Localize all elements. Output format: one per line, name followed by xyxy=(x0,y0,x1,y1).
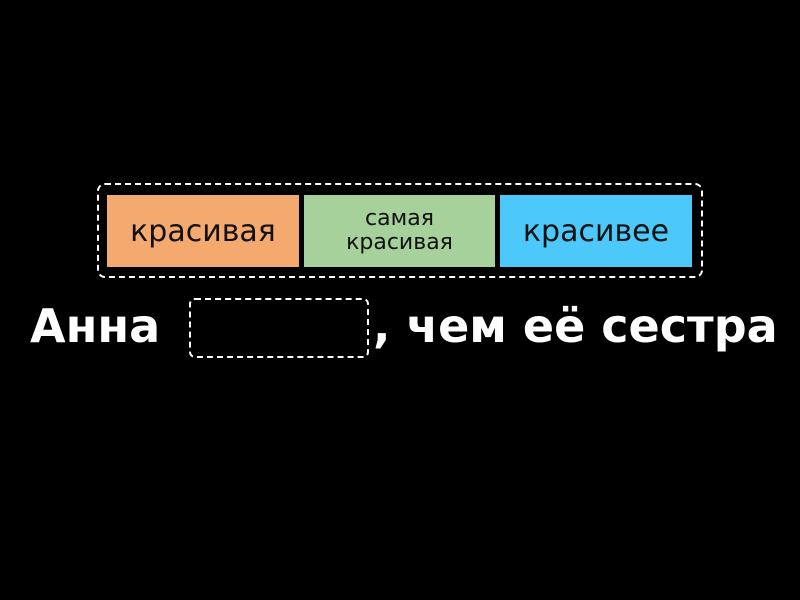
answer-tray xyxy=(97,183,703,278)
drop-slot[interactable] xyxy=(189,298,369,358)
sentence-start: Анна xyxy=(30,299,161,353)
answer-tile-krasivee[interactable]: красивее xyxy=(500,195,692,267)
answer-tile-krasivaya[interactable]: красивая xyxy=(107,195,299,267)
sentence-end: , чем её сестра xyxy=(373,299,778,353)
